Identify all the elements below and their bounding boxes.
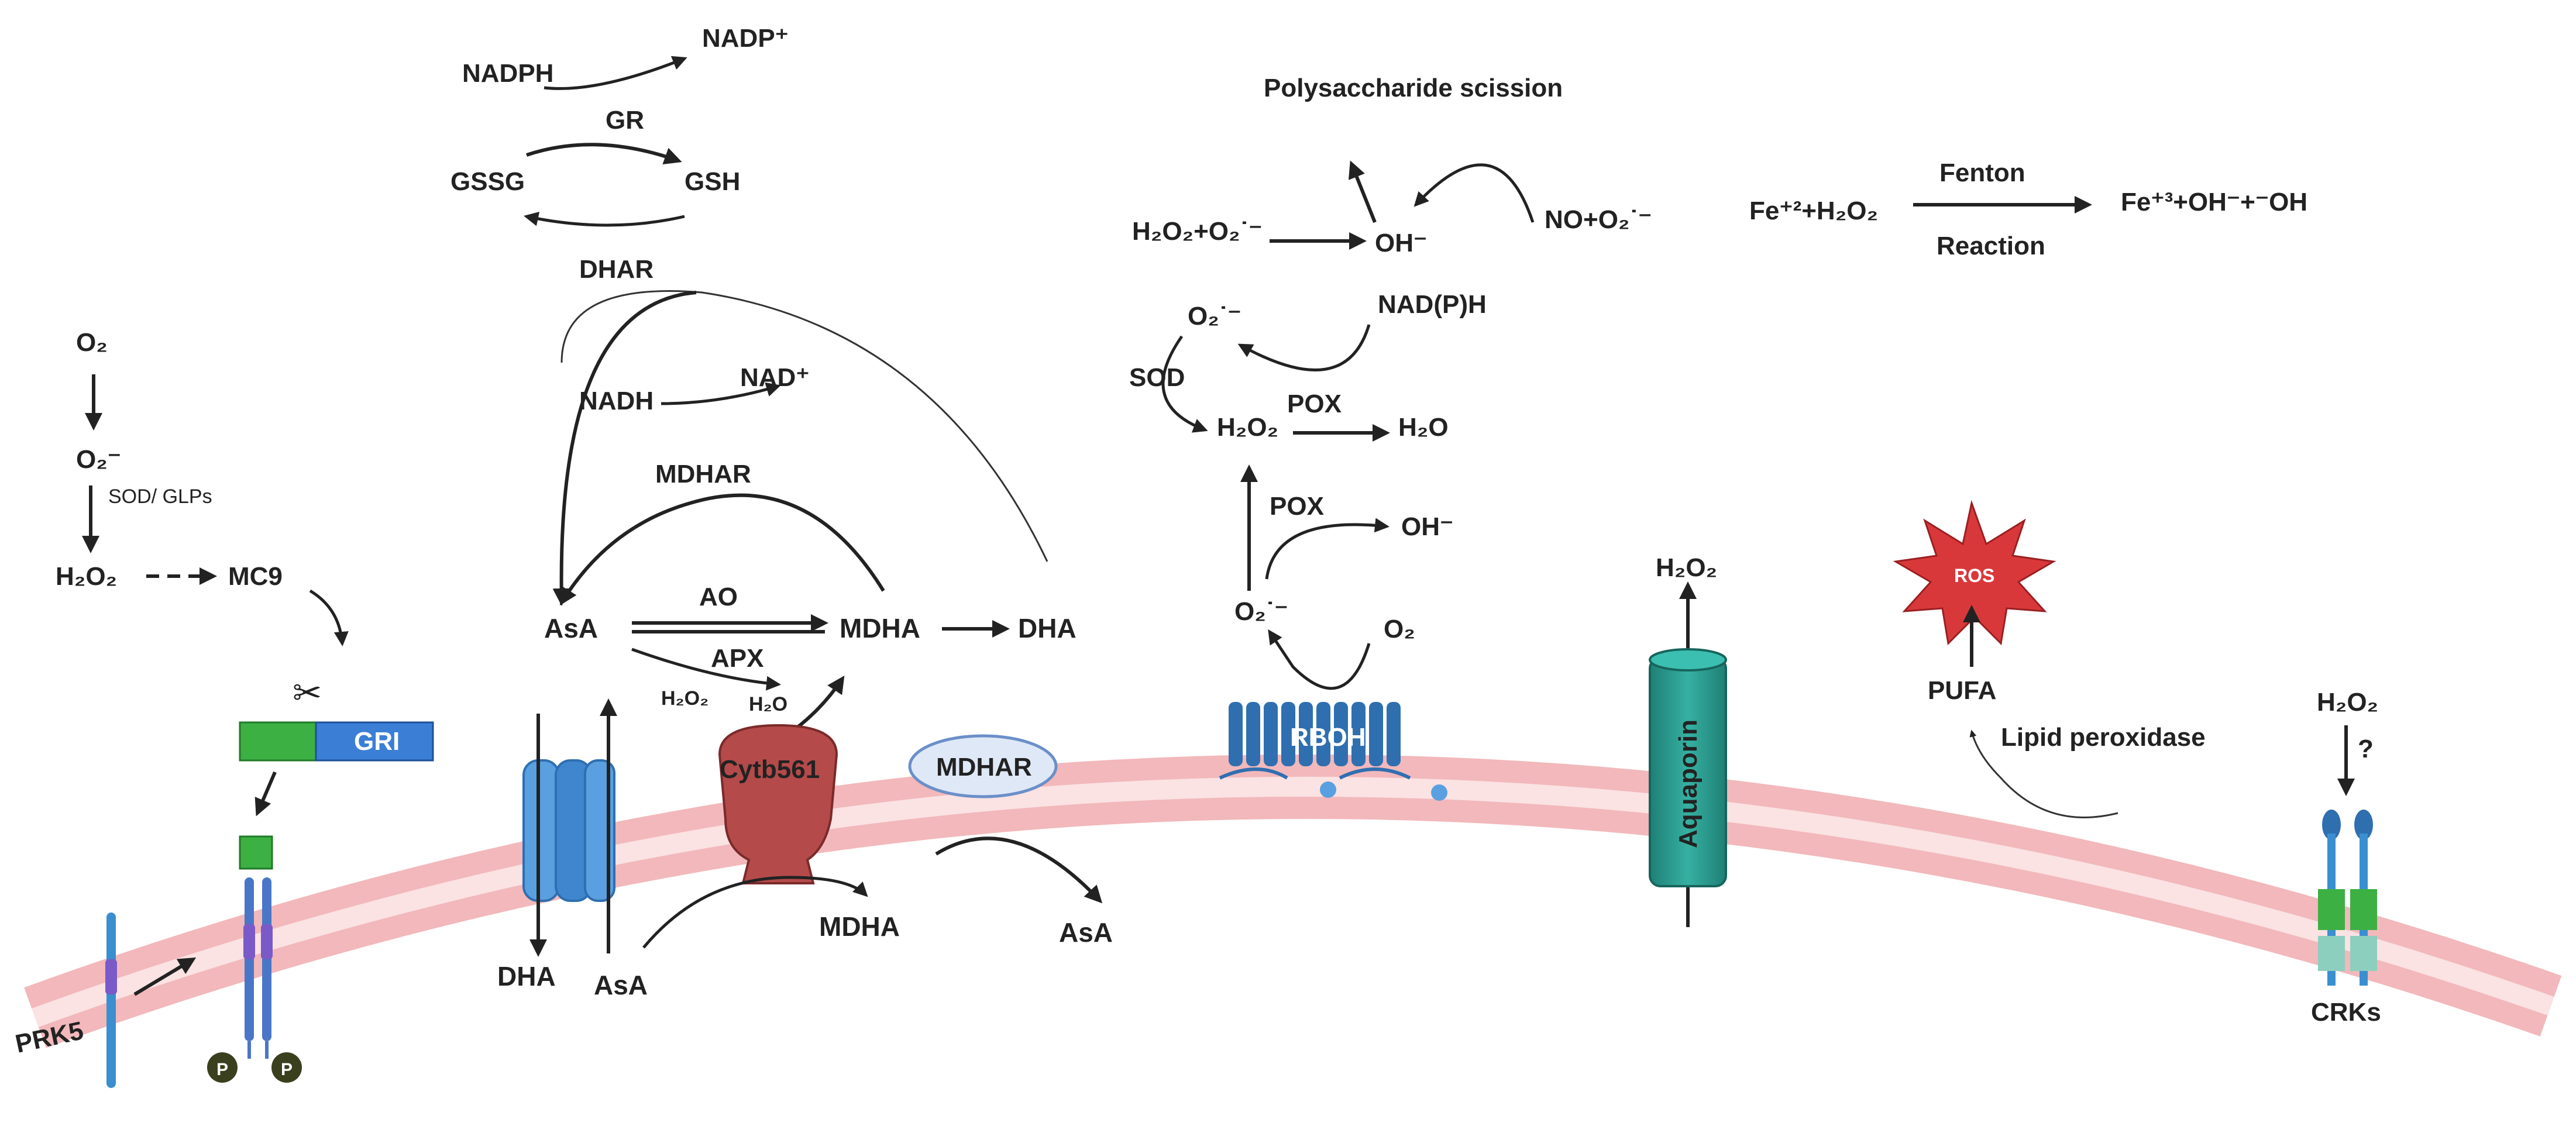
arrow-mc9-to-gri [309,589,349,646]
label-h2o2-plus-o2: H₂O₂+O₂˙⁻ [1132,217,1262,246]
label-fenton-products: Fe⁺³+OH⁻+⁻OH [2121,188,2307,216]
label-prk5: PRK5 [13,1016,86,1058]
gri-peptide [239,835,273,870]
mdhar-membrane-enzyme [908,734,1058,798]
phospho-1-icon [207,1052,238,1083]
label-mdhar-membrane: MDHAR [936,753,1032,781]
arrow-nadph-to-nadp [544,56,687,90]
gri-prodomain [239,721,317,762]
label-pox-upper: POX [1287,390,1342,418]
label-h2o2-left: H₂O₂ [56,562,117,591]
cytb561-protein [718,724,838,884]
arrow-o2-to-o2radical-mid [1268,629,1371,690]
label-sod-glps: SOD/ GLPs [108,485,212,508]
label-dha-bottom: DHA [497,961,556,991]
label-lipid-peroxidase: Lipid peroxidase [2001,723,2206,752]
label-cytb561: Cytb561 [720,755,820,784]
label-h2o2-aquaporin: H₂O₂ [1656,553,1717,582]
arrow-oh-to-scission [1348,160,1377,223]
label-fenton: Fenton [1939,159,2025,187]
label-o2-radical-left: O₂⁻ [76,445,121,474]
label-nadp-plus: NADP⁺ [702,24,789,53]
label-h2o2-mid: H₂O₂ [1217,413,1278,442]
membrane-core [32,776,2554,1027]
label-polysaccharide-scission: Polysaccharide scission [1264,74,1563,102]
label-oh-minus-mid: OH⁻ [1401,512,1453,541]
label-asa-main: AsA [544,613,598,643]
label-pox-lower: POX [1270,492,1324,521]
label-gr: GR [606,106,644,135]
label-reaction: Reaction [1937,232,2045,260]
arrow-nadh-to-nad [661,382,781,405]
arrow-no-to-oh [1413,163,1535,223]
arrow-nadph-to-o2radical [1237,324,1371,371]
label-fenton-reactants: Fe⁺²+H₂O₂ [1749,197,1878,225]
rboh-enzyme [1219,702,1447,801]
label-mc9: MC9 [228,562,283,591]
arrow-mdhar-to-asa [559,493,885,606]
label-o2-mid: O₂ [1384,615,1415,643]
label-asa-bottom: AsA [594,970,648,1000]
gri-domain [315,721,434,762]
arrow-asa-to-mdha [642,876,868,949]
arrow-to-oh-mid [1265,518,1390,580]
label-apx: APX [711,644,763,673]
label-no-plus-o2: NO+O₂˙⁻ [1545,205,1652,234]
label-gssg: GSSG [450,167,525,196]
arrow-apx [631,648,781,691]
label-dha-main: DHA [1018,613,1077,643]
arrow-gri-to-receptor [254,771,277,817]
arrow-gssg-to-gsh [526,143,682,165]
label-h2o2-small: H₂O₂ [661,687,709,710]
label-o2-radical-lower: O₂˙⁻ [1234,597,1288,626]
label-rboh: RBOH [1290,723,1366,752]
label-h2o-mid: H₂O [1398,413,1449,442]
label-nadh: NADH [579,387,654,415]
label-h2o2-crk: H₂O₂ [2317,688,2378,717]
prk5-monomer [105,912,117,1088]
arrow-dhar-arc-right [560,290,1048,562]
label-question: ? [2358,735,2374,763]
aquaporin-channel [1649,648,1727,887]
label-h2o-small: H₂O [749,693,787,715]
arrow-lipid-peroxidase [1969,729,2118,818]
arrow-dhar-to-asa [552,291,697,606]
dha-asa-transporter [522,759,615,902]
scissors-icon: ✂ [293,673,322,712]
label-dhar: DHAR [579,255,654,284]
arrow-mdha-to-asa-bottom [935,836,1103,904]
phospho-2-icon [271,1052,302,1083]
label-o2-left: O₂ [76,328,108,357]
label-oh-minus-top: OH⁻ [1375,229,1427,257]
label-ros: ROS [1954,565,1994,586]
label-o2-radical-mid: O₂˙⁻ [1188,302,1241,330]
label-phospho-2: P [281,1060,293,1079]
arrow-prk5 [133,957,197,996]
arrow-gsh-to-gssg [524,211,685,227]
label-gsh: GSH [685,167,740,196]
label-asa-bottom-right: AsA [1059,917,1113,948]
label-mdha-main: MDHA [840,613,920,643]
label-mdhar-top: MDHAR [655,460,751,488]
label-aquaporin: Aquaporin [1674,719,1703,848]
label-gri: GRI [354,727,400,756]
label-nadph-mid: NAD(P)H [1378,290,1487,319]
arrow-sod [1161,335,1208,433]
prk5-receptor-dimer [243,877,273,1059]
label-sod-mid: SOD [1129,363,1185,392]
label-crks: CRKs [2311,998,2381,1027]
label-nadph: NADPH [462,59,553,88]
label-pufa: PUFA [1928,676,1996,705]
crk-receptor-dimer [2318,810,2377,986]
label-mdha-bottom: MDHA [819,911,900,942]
label-phospho-1: P [216,1060,228,1079]
label-ao: AO [699,583,738,611]
